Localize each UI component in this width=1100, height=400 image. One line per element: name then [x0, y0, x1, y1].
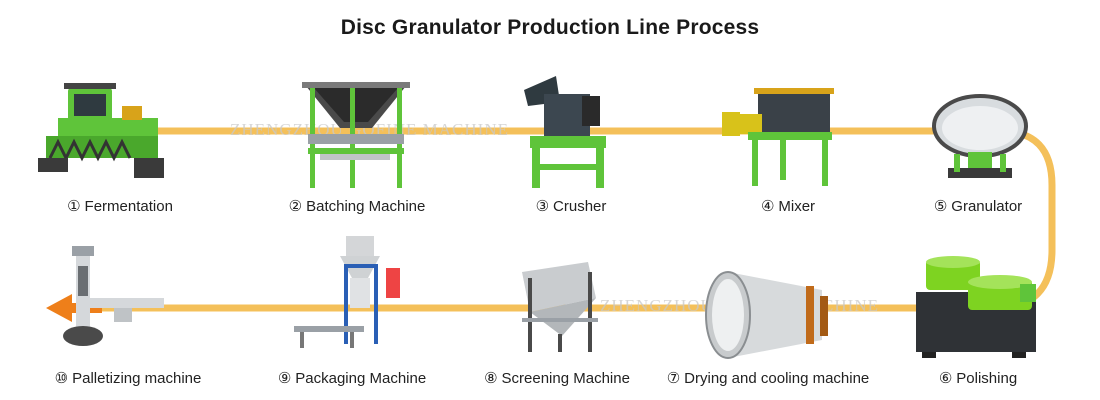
- watermark: ZHENGZHOU GOFINE MACHINE: [230, 120, 509, 139]
- packaging-machine-icon: [294, 236, 400, 348]
- polishing-machine-icon: [916, 256, 1036, 358]
- compost-turner-icon: [38, 83, 164, 178]
- disc-granulator-icon: [932, 94, 1028, 178]
- flow-arrow-head: [46, 294, 72, 322]
- rotary-dryer-icon: [705, 271, 828, 359]
- screening-machine-icon: [522, 262, 598, 352]
- palletizer-icon: [63, 246, 164, 346]
- crusher-icon: [524, 76, 606, 188]
- diagram-title: Disc Granulator Production Line Process: [340, 16, 760, 39]
- batching-hopper-icon: [302, 82, 410, 188]
- mixer-icon: [722, 88, 834, 186]
